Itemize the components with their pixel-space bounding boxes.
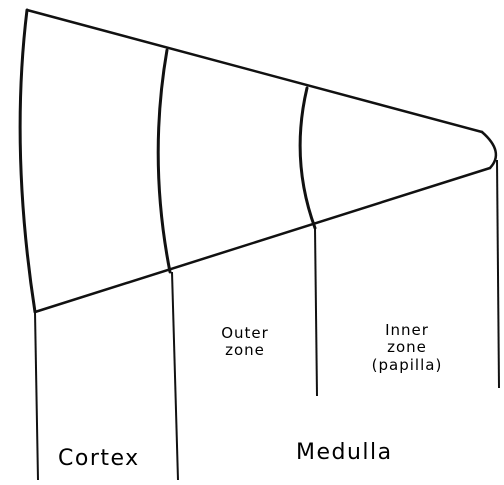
outer-inner-divider (314, 227, 318, 397)
cortex-medulla-boundary (156, 48, 172, 274)
cortex-label: Cortex (58, 446, 140, 471)
inner-zone-label-line: Inner (385, 321, 429, 339)
wedge-top-edge (25, 8, 484, 134)
cortex-left-divider (34, 311, 39, 481)
cortex-outer-border (18, 8, 37, 314)
outer-zone-label-line: zone (225, 341, 265, 360)
medulla-label: Medulla (296, 440, 393, 465)
papilla-tip (480, 130, 498, 170)
papilla-right-divider (496, 159, 500, 389)
inner-zone-label-line: zone (387, 338, 427, 357)
outer-inner-zone-boundary (298, 86, 317, 230)
inner-zone-label: Inner zone (papilla) (360, 321, 454, 374)
wedge-bottom-edge (33, 166, 492, 314)
outer-zone-label: Outer zone (208, 324, 282, 360)
inner-zone-label-line: (papilla) (371, 355, 443, 374)
cortex-medulla-divider (171, 271, 179, 481)
outer-zone-label-line: Outer (221, 324, 269, 342)
